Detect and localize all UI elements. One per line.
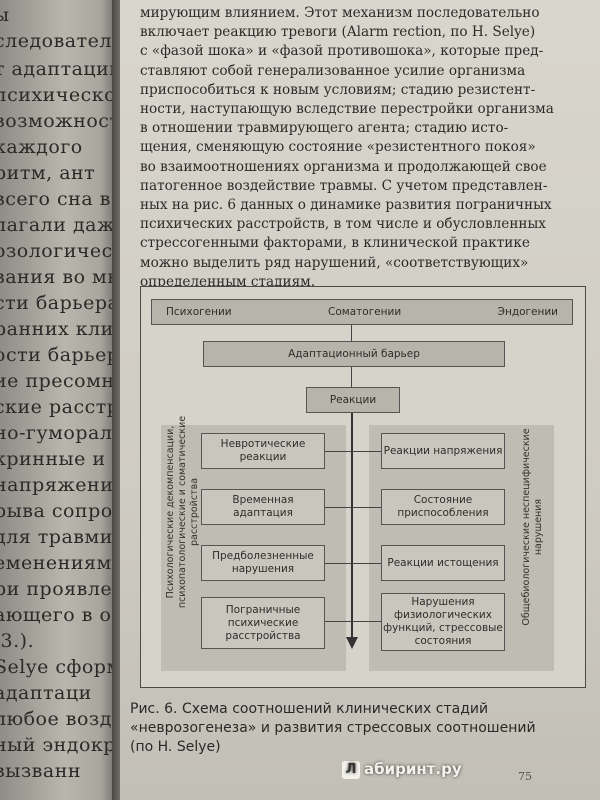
right-box-2: Состояние приспособления	[381, 489, 505, 525]
left-box-3: Предболезненные нарушения	[201, 545, 325, 581]
left-page-line: адаптаци	[0, 682, 92, 704]
h-connector	[325, 621, 381, 622]
caption-line: Рис. 6. Схема соотношений клинических ст…	[130, 701, 489, 717]
right-page: мирующим влиянием. Этот механизм последо…	[120, 0, 600, 800]
left-page-line: возможности	[0, 110, 118, 132]
body-line: ных на рис. 6 данных о динамике развития…	[140, 197, 552, 214]
left-page-line: сти барьера пси	[0, 292, 118, 314]
left-page-line: ости барьера	[0, 344, 118, 366]
connector-line	[351, 367, 352, 387]
left-page-line: ие пресомни	[0, 370, 118, 392]
h-connector	[325, 451, 381, 452]
logo-text: абиринт.ру	[364, 760, 462, 778]
left-page-line: ри проявлении	[0, 578, 118, 600]
body-line: ности, наступающую вследствие перестройк…	[140, 101, 554, 118]
left-page-line: ритм, ант	[0, 162, 96, 184]
h-connector	[325, 507, 381, 508]
left-page-line: лагали даже	[0, 214, 118, 236]
caption-line: (по H. Selye)	[130, 739, 221, 755]
body-line: психических расстройств, в том числе и о…	[140, 216, 546, 233]
source-endogenia: Эндогении	[497, 305, 558, 318]
body-line: стрессогенными факторами, в клинической …	[140, 235, 530, 252]
left-page-line: ный эндокрин	[0, 734, 118, 756]
right-vertical-label: Общебиологические неспецифические наруше…	[521, 428, 544, 626]
body-line: можно выделить ряд нарушений, «соответст…	[140, 254, 529, 271]
right-box-1: Реакции напряжения	[381, 433, 505, 469]
right-box-4: Нарушения физиологических функций, стрес…	[381, 593, 505, 651]
h-connector	[325, 563, 381, 564]
left-page-line: ские расстройств	[0, 396, 118, 418]
left-page-line: ы	[0, 4, 10, 26]
left-page-line: крин­ные и би	[0, 448, 118, 470]
left-page-line: но-гуморальной	[0, 422, 118, 444]
figure-caption: Рис. 6. Схема соотношений клинических ст…	[130, 700, 590, 757]
left-page: ы следовательно т адаптации психической возм…	[0, 0, 118, 800]
reactions-box: Реакции	[306, 387, 400, 413]
connector-line	[351, 325, 352, 341]
left-page-line: напряжения	[0, 474, 118, 496]
page-number: 75	[518, 770, 532, 783]
body-line: с «фазой шока» и «фазой противошока», ко…	[140, 43, 544, 60]
source-somatogenia: Соматогении	[328, 305, 402, 318]
source-psychogenia: Психогении	[166, 305, 232, 318]
logo-icon: Л	[342, 760, 360, 779]
left-page-line: ранних клини	[0, 318, 118, 340]
left-page-line: любое возде	[0, 708, 118, 730]
left-page-line: ающего в о	[0, 604, 112, 626]
left-page-line: озологической	[0, 240, 118, 262]
left-box-4: Пограничные психические расстройства	[201, 597, 325, 649]
left-page-line: Selye сформул	[0, 656, 118, 678]
left-page-line: рыва сопрово	[0, 500, 118, 522]
barrier-box: Адаптационный барьер	[203, 341, 505, 367]
left-page-line: следовательно	[0, 30, 118, 52]
left-page-line: т адаптации	[0, 58, 118, 80]
central-arrow-line	[351, 413, 353, 641]
body-line: во взаимоотношениях организма и продолжа…	[140, 158, 547, 175]
body-line: щения, сменяющую состояние «резистентног…	[140, 139, 536, 156]
left-page-line: психической	[0, 84, 118, 106]
sources-box: Психогении Соматогении Эндогении	[151, 299, 573, 325]
left-vertical-label: Психологические декомпенсации, психопато…	[165, 415, 200, 609]
body-line: приспособиться к новым условиям; стадию …	[140, 81, 536, 98]
left-page-line: для травмир	[0, 526, 118, 548]
body-line: мирующим влиянием. Этот механизм последо…	[140, 5, 540, 21]
body-text: мирующим влиянием. Этот механизм последо…	[140, 4, 582, 292]
left-page-line: вызванн	[0, 760, 82, 782]
body-line: определенным стадиям.	[140, 273, 316, 290]
left-box-2: Временная адаптация	[201, 489, 325, 525]
left-box-1: Невротические реакции	[201, 433, 325, 469]
left-page-line: .3.).	[0, 630, 35, 652]
left-page-line: каждого	[0, 136, 83, 158]
body-line: патогенное воздействие травмы. С учетом …	[140, 177, 548, 194]
body-line: в отношении травмирующего агента; стадию…	[140, 120, 509, 137]
right-box-3: Реакции истощения	[381, 545, 505, 581]
left-page-line: еменениями,	[0, 552, 118, 574]
central-arrow-head	[346, 637, 358, 649]
body-line: ставляют собой генерализованное усилие о…	[140, 62, 526, 79]
left-page-line: всего сна в	[0, 188, 111, 210]
figure-diagram: Психогении Соматогении Эндогении Адаптац…	[140, 286, 586, 688]
left-page-line: вания во многих	[0, 266, 118, 288]
caption-line: «неврозогенеза» и развития стрессовых со…	[130, 720, 536, 736]
body-line: включает реакцию тревоги (Alarm rection,…	[140, 24, 536, 41]
